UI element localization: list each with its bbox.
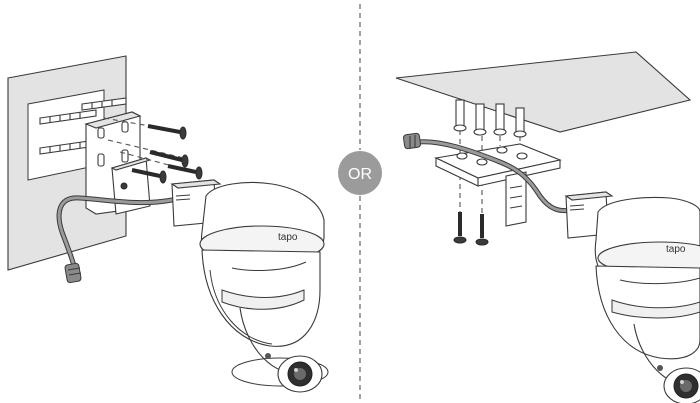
wall-anchor bbox=[81, 97, 127, 111]
divider: OR bbox=[338, 4, 382, 403]
or-badge bbox=[338, 151, 382, 195]
ceiling-anchor bbox=[453, 99, 467, 132]
screw bbox=[167, 164, 203, 180]
power-cable bbox=[56, 195, 175, 284]
wall-screws bbox=[131, 124, 203, 184]
screw bbox=[453, 212, 467, 244]
camera-logo: tapo bbox=[666, 244, 686, 255]
ceiling-screws bbox=[453, 212, 489, 246]
ceiling bbox=[395, 51, 692, 133]
screw bbox=[149, 150, 189, 168]
pan-tilt-camera: tapo bbox=[594, 197, 700, 403]
camera-logo: tapo bbox=[278, 232, 298, 243]
pan-tilt-camera: tapo bbox=[199, 181, 329, 393]
screw bbox=[147, 124, 187, 140]
wall-anchor bbox=[39, 109, 97, 125]
power-cable bbox=[402, 132, 575, 214]
wall-mount-panel: tapo bbox=[7, 55, 329, 393]
ceiling-anchor bbox=[513, 107, 527, 138]
wall-anchors bbox=[39, 97, 127, 155]
ceiling-anchor bbox=[493, 103, 507, 136]
ceiling-bracket bbox=[434, 143, 562, 227]
ceiling-anchor bbox=[473, 103, 487, 136]
ceiling-mount-panel: tapo bbox=[395, 51, 700, 403]
screw bbox=[475, 214, 489, 246]
ceiling-anchors bbox=[453, 99, 527, 138]
or-label: OR bbox=[348, 166, 372, 183]
screw bbox=[131, 168, 167, 184]
